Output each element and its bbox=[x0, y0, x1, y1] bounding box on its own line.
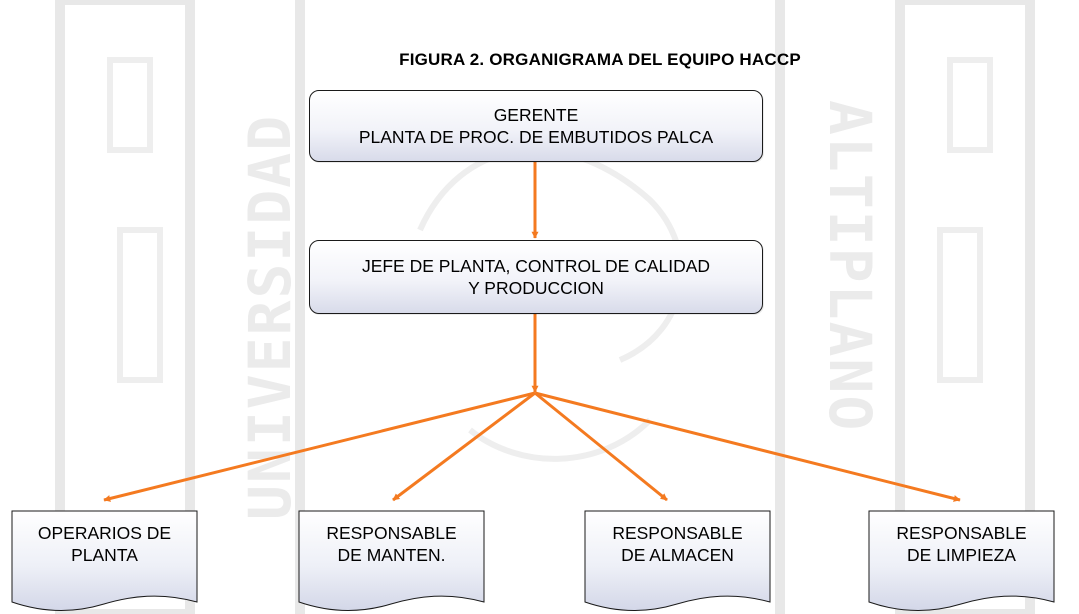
node-mantenimiento: RESPONSABLE DE MANTEN. bbox=[298, 510, 485, 611]
watermark-right-pillar bbox=[895, 0, 1035, 614]
connector-hub-limpieza bbox=[534, 391, 961, 502]
node-operarios-line1: OPERARIOS DE bbox=[37, 523, 172, 543]
node-almacen: RESPONSABLE DE ALMACEN bbox=[584, 510, 771, 611]
node-operarios-line2: PLANTA bbox=[71, 545, 138, 565]
connector-hub-mantenimiento bbox=[392, 391, 536, 502]
watermark-right-text: ALTIPLANO bbox=[816, 100, 884, 432]
node-gerente: GERENTE PLANTA DE PROC. DE EMBUTIDOS PAL… bbox=[309, 90, 763, 162]
node-jefe: JEFE DE PLANTA, CONTROL DE CALIDAD Y PRO… bbox=[309, 240, 763, 314]
node-gerente-line2: PLANTA DE PROC. DE EMBUTIDOS PALCA bbox=[358, 127, 714, 147]
watermark-left-pillar bbox=[55, 0, 195, 614]
node-mantenimiento-line2: DE MANTEN. bbox=[337, 545, 446, 565]
node-almacen-line2: DE ALMACEN bbox=[621, 545, 734, 565]
node-almacen-line1: RESPONSABLE bbox=[612, 523, 743, 543]
node-gerente-line1: GERENTE bbox=[493, 105, 579, 125]
connector-hub-almacen bbox=[534, 391, 668, 502]
node-mantenimiento-line1: RESPONSABLE bbox=[326, 523, 457, 543]
node-limpieza-line2: DE LIMPIEZA bbox=[907, 545, 1016, 565]
node-limpieza: RESPONSABLE DE LIMPIEZA bbox=[868, 510, 1055, 611]
node-operarios: OPERARIOS DE PLANTA bbox=[11, 510, 198, 611]
figure-title: FIGURA 2. ORGANIGRAMA DEL EQUIPO HACCP bbox=[399, 50, 801, 69]
node-jefe-line2: Y PRODUCCION bbox=[468, 278, 604, 298]
connector-hub-operarios bbox=[103, 391, 536, 502]
node-limpieza-line1: RESPONSABLE bbox=[896, 523, 1027, 543]
node-jefe-line1: JEFE DE PLANTA, CONTROL DE CALIDAD bbox=[361, 256, 711, 276]
